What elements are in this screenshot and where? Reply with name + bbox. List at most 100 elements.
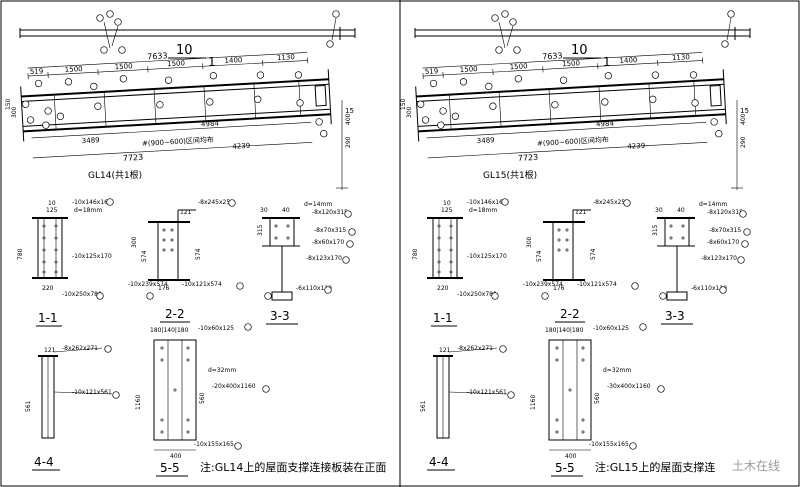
callout-bubble: [348, 228, 356, 236]
leader-line: [331, 17, 337, 41]
leader-line: [111, 25, 119, 47]
right-end-mark: 15: [740, 107, 749, 115]
top-dim-value: 1130: [277, 53, 295, 62]
base-plate-outline: [153, 339, 197, 441]
section-label: 3-3: [665, 309, 685, 323]
section-note: -10x239x574: [128, 281, 168, 288]
member-label: GL14(共1根): [88, 169, 142, 181]
mid-dim-value: 4984: [596, 119, 615, 128]
section-note: d=18mm: [74, 207, 102, 214]
section-note: -8x120x315: [312, 209, 348, 216]
dim-line: [27, 52, 308, 69]
section-note: -8x70x315: [709, 227, 741, 234]
section-note: -30x400x1160: [607, 383, 651, 390]
base-plate: [271, 291, 293, 301]
top-dim-value: 1500: [65, 65, 83, 74]
stiffener: [203, 86, 207, 122]
section-dim-value: 220: [42, 285, 54, 292]
section-dim-value: 121: [575, 209, 587, 216]
leader-line: [53, 391, 113, 395]
section-label: 4-4: [34, 455, 54, 469]
section-dim-value: 315: [257, 224, 264, 236]
section-note: -10x146x164: [467, 199, 507, 206]
section-note: -8x245x251: [593, 199, 629, 206]
section-label: 4-4: [429, 455, 449, 469]
callout-bubble: [326, 40, 334, 48]
callout-bubble: [719, 286, 727, 294]
callout-bubble: [228, 199, 236, 207]
section-note: -10x250x780: [457, 291, 497, 298]
callout-bubble: [501, 10, 509, 18]
spacing-note: #(900~600)区间均布: [142, 135, 214, 148]
mid-dim-value: 4984: [201, 119, 220, 128]
dim-line: [422, 52, 703, 69]
callout-bubble: [106, 198, 114, 206]
top-flange: [21, 78, 329, 98]
beam-end-right: [327, 69, 332, 125]
top-flange-inner: [416, 83, 725, 102]
section-note: -10x250x780: [62, 291, 102, 298]
callout-bubble: [437, 121, 445, 129]
callout-bubble: [96, 14, 104, 22]
callout-bubble: [254, 95, 262, 103]
overall-bottom-dim: 7723: [518, 153, 539, 163]
stiffener: [598, 86, 602, 122]
stiffener: [298, 80, 302, 116]
section-dim-value: 400: [170, 453, 182, 460]
overall-top-dim: 7633: [542, 51, 563, 61]
callout-bubble: [501, 198, 509, 206]
section-dim-value: 300: [131, 236, 138, 248]
section-note: d=32mm: [208, 367, 236, 374]
section-dim-value: 220: [437, 285, 449, 292]
callout-bubble: [657, 385, 665, 393]
callout-bubble: [491, 14, 499, 22]
callout-bubble: [439, 107, 447, 115]
section-plate: [157, 221, 179, 281]
callout-bubble: [344, 210, 352, 218]
section-plate: [432, 217, 458, 279]
bottom-flange: [418, 113, 726, 133]
section-note: -10x60x125: [593, 325, 629, 332]
section-dim-value: 180|140|180: [150, 327, 189, 334]
callout-bubble: [234, 442, 242, 450]
callout-bubble: [417, 100, 425, 108]
callout-bubble: [256, 71, 265, 79]
section-note: -10x125x170: [72, 253, 112, 260]
callout-bubble: [491, 292, 499, 300]
callout-bubble: [639, 323, 647, 331]
section-note: -8x120x315: [707, 209, 743, 216]
section-dim-value: 561: [420, 400, 427, 412]
leader-line: [448, 391, 508, 395]
callout-bubble: [689, 71, 698, 79]
callout-bubble: [741, 240, 749, 248]
callout-bubble: [156, 101, 164, 109]
section-dim-value: 1160: [530, 395, 537, 410]
callout-bubble: [541, 292, 549, 300]
height-dim-value: 300: [406, 106, 413, 118]
section-note: d=32mm: [603, 367, 631, 374]
callout-bubble: [513, 46, 521, 54]
section-note: d=14mm: [699, 201, 727, 208]
section-note: d=14mm: [304, 201, 332, 208]
callout-bubble: [26, 116, 35, 124]
stiffener: [448, 94, 452, 130]
section-dim-value: 176: [158, 285, 170, 292]
section-dim-value: 121: [439, 347, 451, 354]
dim-line: [32, 141, 313, 159]
section-dim-value: 10: [48, 200, 56, 207]
section-mark-number: 10: [176, 43, 193, 58]
section-dim-value: 121: [44, 347, 56, 354]
callout-bubble: [296, 99, 304, 107]
right-dim-value: 4239: [232, 142, 250, 151]
section-note: -6x110x110: [691, 285, 727, 292]
callout-bubble: [294, 71, 303, 79]
callout-bubble: [206, 98, 214, 106]
callout-bubble: [104, 345, 112, 353]
height-dim-value: 150: [5, 98, 12, 110]
callout-bubble: [659, 292, 667, 300]
section-note: -10x60x125: [198, 325, 234, 332]
callout-bubble: [118, 46, 126, 54]
callout-bubble: [514, 75, 523, 83]
